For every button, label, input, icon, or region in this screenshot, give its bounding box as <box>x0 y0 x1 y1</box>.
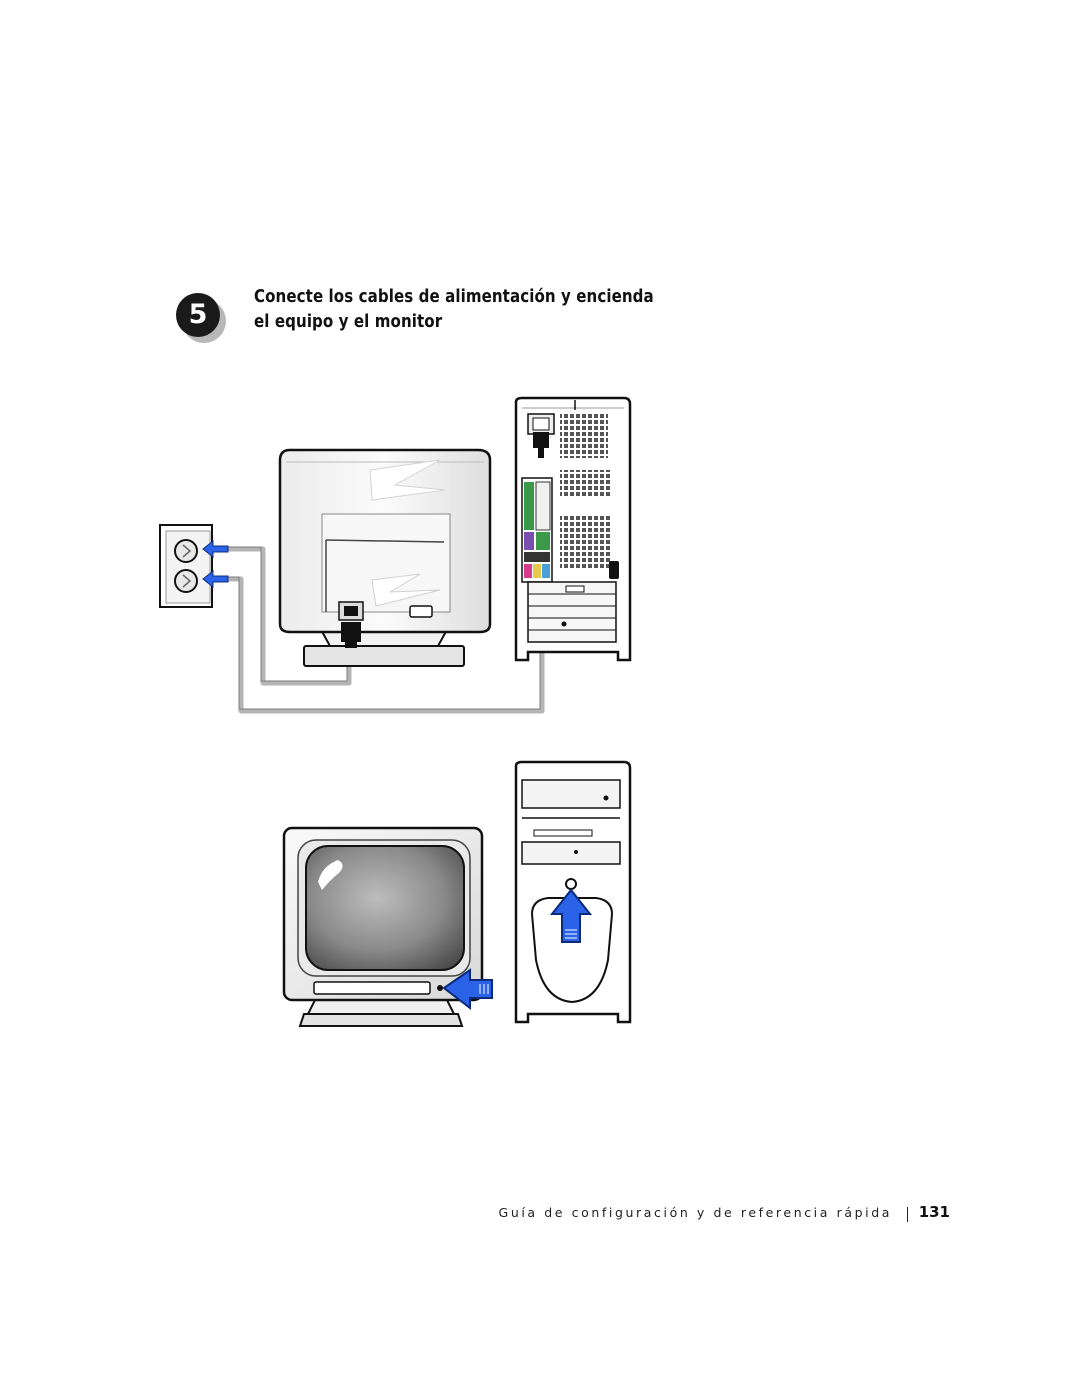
step-heading: Conecte los cables de alimentación y enc… <box>254 287 654 332</box>
arrow-left-icon <box>202 539 229 589</box>
monitor-front-icon <box>282 826 484 1027</box>
page-footer: Guía de configuración y de referencia rá… <box>498 1203 950 1227</box>
footer-title: Guía de configuración y de referencia rá… <box>498 1205 892 1220</box>
monitor-back-icon <box>278 448 492 667</box>
computer-back-icon <box>514 396 632 662</box>
step-number: 5 <box>176 293 220 337</box>
step-number-badge: 5 <box>176 293 226 343</box>
page-number: 131 <box>918 1203 950 1221</box>
power-outlet-icon <box>159 524 213 608</box>
arrow-left-icon <box>442 968 493 1011</box>
arrow-up-icon <box>549 888 593 943</box>
footer-divider <box>907 1207 908 1222</box>
